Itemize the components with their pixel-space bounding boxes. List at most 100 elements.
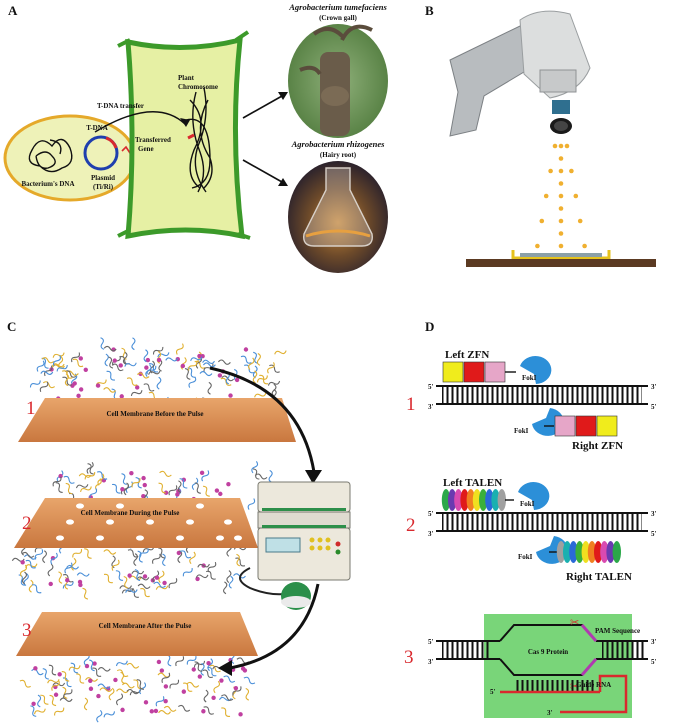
molecule (131, 570, 145, 575)
molecule (207, 658, 213, 672)
talen-number: 2 (406, 515, 416, 536)
molecule (97, 473, 105, 486)
molecule (143, 349, 149, 363)
gold-particle (558, 218, 564, 224)
molecule (63, 475, 75, 484)
molecule (189, 551, 196, 565)
molecule (199, 470, 205, 476)
molecule (155, 696, 165, 707)
molecule (58, 571, 63, 584)
molecule (88, 678, 93, 683)
molecule (207, 381, 212, 395)
molecule (76, 673, 85, 684)
molecule (195, 576, 200, 582)
membrane-pore (224, 519, 232, 525)
molecule (50, 552, 58, 565)
talen-repeat (448, 489, 457, 511)
molecule (103, 345, 117, 352)
gold-particle (577, 218, 583, 224)
molecule (41, 357, 49, 369)
molecule (34, 708, 46, 715)
molecule (116, 693, 124, 706)
molecule (123, 575, 128, 589)
bacterium-dna-icon (28, 138, 73, 173)
molecule (200, 662, 205, 676)
panel-b-letter: B (425, 3, 434, 18)
molecule (202, 485, 210, 497)
molecule (47, 679, 60, 684)
molecule (180, 550, 192, 559)
crispr-5-prime-top: 5' (428, 638, 434, 646)
panel-a: A Bacterium's DNA T-DNA Plasmid (Ti/Ri) … (3, 2, 388, 273)
molecule (40, 370, 54, 375)
molecule (252, 370, 258, 384)
molecule (97, 666, 111, 672)
molecule (20, 564, 28, 577)
molecule (111, 559, 120, 571)
molecule (78, 387, 84, 392)
molecule (213, 680, 221, 694)
arrow-to-hairy-root (242, 159, 283, 183)
target-plate (466, 250, 656, 267)
crown-gall-photo (288, 24, 388, 138)
molecule (47, 563, 54, 577)
molecule (257, 375, 268, 383)
molecule (126, 662, 140, 669)
molecule (197, 353, 202, 359)
molecule (122, 351, 128, 365)
gold-particle (552, 143, 558, 149)
molecule (120, 483, 129, 495)
molecule (108, 687, 115, 701)
molecule (129, 470, 134, 476)
molecule (59, 697, 73, 702)
molecule (203, 706, 214, 715)
molecule (62, 581, 74, 589)
molecule (130, 390, 143, 397)
molecule (214, 488, 220, 493)
molecule (240, 355, 252, 364)
arrow-to-after (229, 583, 320, 670)
molecule (223, 581, 228, 595)
molecule (58, 473, 63, 479)
molecule (243, 676, 256, 685)
molecule (57, 672, 62, 677)
molecule (176, 550, 182, 556)
molecule (141, 475, 146, 481)
foki-left-label: FokI (522, 374, 537, 382)
membrane-pore (116, 503, 124, 509)
molecule (144, 365, 149, 370)
molecule (148, 370, 161, 375)
molecule (233, 685, 239, 691)
pam-label: PAM Sequence (595, 627, 640, 635)
zfn-5-prime-bottom: 5' (651, 403, 657, 411)
step-3-number: 3 (22, 620, 32, 641)
molecule (124, 362, 137, 367)
molecule (52, 476, 62, 487)
talen-repeat (460, 489, 469, 511)
molecule (84, 472, 96, 480)
molecule (248, 357, 255, 370)
molecule (64, 562, 73, 574)
gold-particle (558, 243, 564, 249)
molecule (75, 484, 89, 489)
talen-repeat (479, 489, 488, 511)
molecule (156, 357, 162, 363)
molecule (116, 688, 129, 694)
molecule (180, 363, 186, 369)
crispr-diagram: 3 5' 3' 3' 5' Cas 9 Protein PAM Sequence… (404, 614, 657, 718)
molecule (53, 692, 59, 697)
molecule (136, 576, 150, 581)
molecule (29, 380, 41, 388)
molecule (99, 687, 113, 692)
zfn-dna-rungs (442, 386, 642, 404)
molecule (182, 567, 193, 577)
rhizogenes-label: Agrobacterium rhizogenes (291, 139, 385, 149)
molecule (267, 362, 275, 374)
gold-particle (558, 156, 564, 161)
molecule (31, 701, 36, 706)
molecule (121, 587, 134, 594)
molecule (120, 487, 125, 492)
molecule (206, 660, 211, 666)
molecule (37, 694, 42, 708)
molecule (201, 470, 210, 482)
